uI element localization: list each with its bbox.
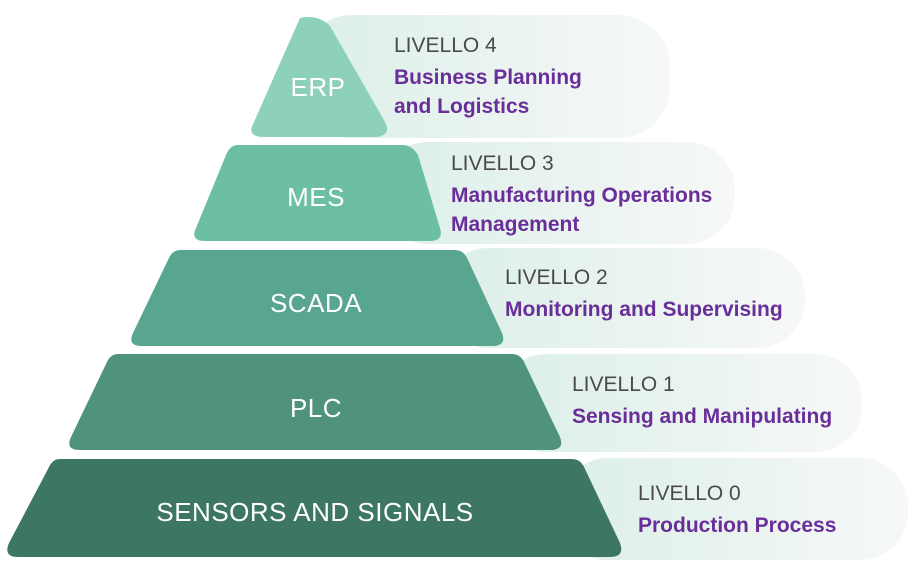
level-3-trapezoid (194, 145, 441, 241)
level-2-pill (440, 248, 805, 348)
level-1-acronym: PLC (289, 393, 343, 423)
level-0-label: LIVELLO 0 (638, 482, 741, 505)
level-1-description: Sensing and Manipulating (572, 405, 833, 428)
level-2-acronym: SCADA (269, 288, 363, 318)
level-3-label: LIVELLO 3 (451, 152, 554, 175)
level-1-label: LIVELLO 1 (572, 373, 675, 396)
level-0-trapezoid (7, 459, 622, 557)
level-4-trapezoid (251, 17, 388, 137)
level-3-description: Manufacturing Operations Management (451, 184, 713, 236)
level-3-acronym: MES (287, 182, 345, 212)
level-1-pill (500, 354, 862, 452)
level-0-description: Production Process (638, 514, 837, 537)
level-2-label: LIVELLO 2 (505, 266, 608, 289)
level-0-acronym: SENSORS AND SIGNALS (156, 497, 474, 527)
level-4-label: LIVELLO 4 (394, 34, 497, 57)
level-3-pill (380, 142, 735, 244)
level-4-description: Business Planning and Logistics (394, 66, 582, 118)
level-2-trapezoid (131, 250, 504, 346)
level-0-pill (560, 458, 908, 560)
level-4-pill (300, 15, 670, 138)
level-1-trapezoid (69, 354, 562, 450)
level-2-description: Monitoring and Supervising (505, 298, 783, 321)
level-4-acronym: ERP (290, 72, 346, 102)
